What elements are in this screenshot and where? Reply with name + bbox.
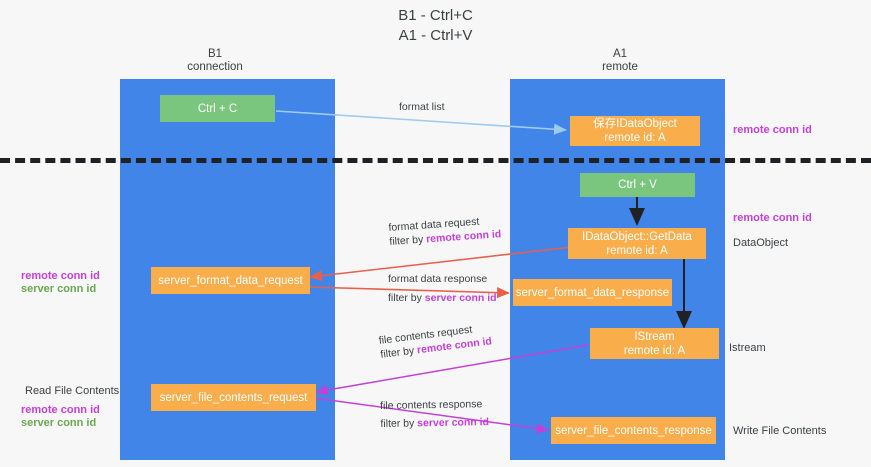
edge-label-file-contents-response-text: file contents response	[380, 398, 483, 412]
filter-key-remote-conn-id: remote conn id	[425, 228, 502, 246]
title-line-1: B1 - Ctrl+C	[398, 7, 473, 24]
node-idataobject-getdata[interactable]: IDataObject::GetData remote id: A	[568, 228, 706, 259]
filter-prefix: filter by	[380, 417, 418, 430]
edge-label-format-data-response-filter: filter by server conn id	[388, 291, 497, 305]
annotation-left-server-conn-id: server conn id	[21, 283, 97, 295]
edge-label-file-contents-response-filter: filter by server conn id	[380, 415, 489, 431]
node-idataobject-getdata-line2: remote id: A	[606, 244, 668, 257]
column-header-a1: A1 remote	[555, 48, 685, 74]
node-ctrl-c-label: Ctrl + C	[197, 102, 238, 115]
node-server-file-contents-response-label: server_file_contents_response	[555, 424, 712, 437]
diagram-title: B1 - Ctrl+C A1 - Ctrl+V	[0, 6, 871, 46]
filter-prefix: filter by	[388, 292, 425, 304]
node-ctrl-v[interactable]: Ctrl + V	[580, 173, 695, 197]
node-istream-line2: remote id: A	[623, 344, 686, 357]
column-header-a1-name: A1	[612, 48, 628, 60]
edge-label-file-contents-request: file contents request filter by remote c…	[378, 320, 493, 361]
node-server-format-data-request[interactable]: server_format_data_request	[151, 267, 310, 294]
node-server-format-data-response-label: server_format_data_response	[515, 286, 670, 299]
annotation-right-istream: Istream	[729, 342, 766, 354]
phase-divider	[0, 158, 871, 163]
edge-label-format-data-request: format data request filter by remote con…	[388, 213, 502, 249]
annotation-right-write-file-contents: Write File Contents	[733, 425, 827, 437]
annotation-left-remote-conn-id: remote conn id	[21, 270, 100, 282]
annotation-right-top-remote-conn-id: remote conn id	[733, 124, 812, 136]
edge-label-format-data-response: format data response filter by server co…	[388, 272, 497, 305]
edge-label-format-list: format list	[399, 100, 445, 114]
column-header-a1-role: remote	[602, 61, 638, 73]
title-line-2: A1 - Ctrl+V	[398, 27, 473, 44]
node-save-idataobject-line2: remote id: A	[604, 132, 666, 144]
column-header-b1-role: connection	[187, 61, 243, 73]
annotation-right-mid-remote-conn-id: remote conn id	[733, 212, 812, 224]
column-header-b1-name: B1	[207, 48, 223, 60]
edge-label-format-list-text: format list	[399, 101, 445, 113]
edge-label-file-contents-response: file contents response filter by server …	[380, 397, 489, 431]
node-save-idataobject[interactable]: 保存IDataObject remote id: A	[570, 116, 700, 146]
node-istream-line1: IStream	[634, 330, 675, 343]
node-server-format-data-response[interactable]: server_format_data_response	[513, 279, 672, 306]
node-idataobject-getdata-line1: IDataObject::GetData	[582, 230, 692, 243]
filter-key-server-conn-id: server conn id	[424, 292, 497, 304]
filter-key-server-conn-id: server conn id	[417, 416, 490, 430]
column-header-b1: B1 connection	[150, 48, 280, 74]
annotation-left-remote-conn-id-2: remote conn id	[21, 404, 100, 416]
node-ctrl-c[interactable]: Ctrl + C	[160, 95, 275, 122]
node-save-idataobject-line1: 保存IDataObject	[593, 118, 677, 130]
filter-prefix: filter by	[389, 233, 427, 248]
node-server-file-contents-request-label: server_file_contents_request	[159, 391, 308, 404]
filter-prefix: filter by	[379, 344, 418, 361]
edge-label-format-data-response-text: format data response	[388, 273, 488, 285]
node-server-format-data-request-label: server_format_data_request	[158, 274, 303, 287]
node-ctrl-v-label: Ctrl + V	[618, 179, 657, 191]
node-istream[interactable]: IStream remote id: A	[590, 328, 719, 359]
node-server-file-contents-request[interactable]: server_file_contents_request	[151, 384, 316, 411]
annotation-left-read-file-contents: Read File Contents	[25, 385, 120, 397]
node-server-file-contents-response[interactable]: server_file_contents_response	[551, 417, 716, 444]
annotation-right-dataobject: DataObject	[733, 237, 789, 249]
annotation-left-server-conn-id-2: server conn id	[21, 417, 97, 429]
